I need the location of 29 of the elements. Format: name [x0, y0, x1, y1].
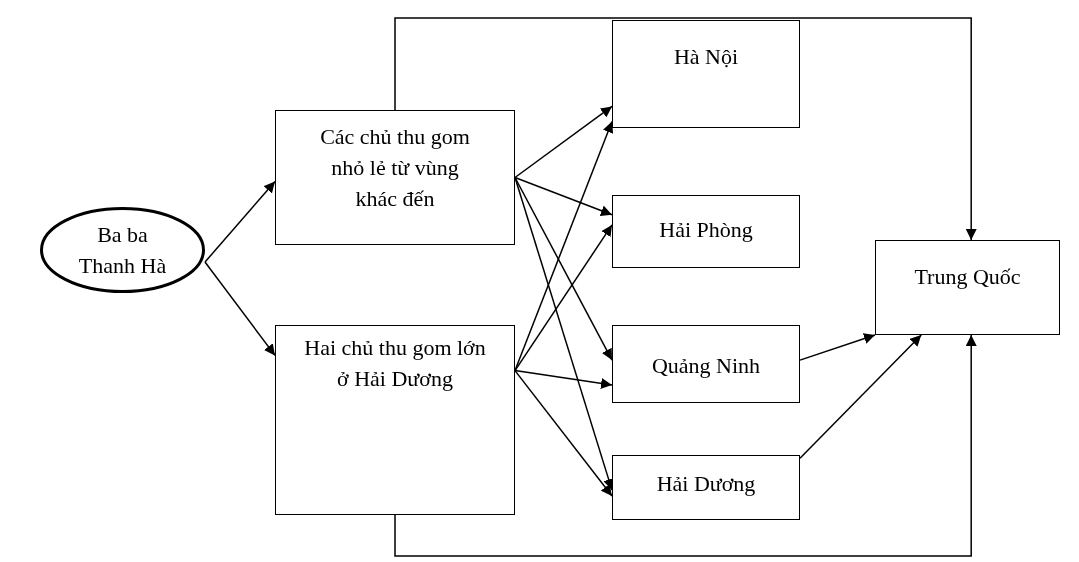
node-label: Quảng Ninh	[650, 352, 762, 380]
process-box	[612, 195, 800, 268]
arrow	[514, 176, 613, 216]
arrow	[514, 176, 614, 491]
arrow	[514, 224, 613, 372]
node-label: Trung Quốc	[913, 263, 1022, 291]
source-ellipse	[40, 207, 205, 293]
node-label: Hà Nội	[672, 43, 740, 71]
arrow	[204, 180, 276, 263]
arrow	[799, 333, 876, 361]
arrow	[514, 176, 613, 361]
node-label: Hải Dương	[655, 470, 757, 498]
arrow	[514, 369, 613, 389]
arrow	[204, 261, 276, 357]
arrow	[514, 369, 613, 497]
process-box	[612, 455, 800, 520]
arrow	[799, 334, 922, 459]
process-box	[275, 110, 515, 245]
arrow	[394, 17, 977, 241]
arrow	[514, 105, 613, 179]
process-box	[875, 240, 1060, 335]
node-label: Các chủ thu gom nhỏ lẻ từ vùng khác đến	[319, 123, 471, 213]
process-box	[612, 325, 800, 403]
node-label: Hải Phòng	[658, 216, 754, 244]
node-label: Ba ba Thanh Hà	[77, 221, 168, 280]
process-box	[612, 20, 800, 128]
process-box	[275, 325, 515, 515]
node-label: Hai chủ thu gom lớn ở Hải Dương	[303, 334, 487, 393]
arrow	[394, 334, 977, 557]
